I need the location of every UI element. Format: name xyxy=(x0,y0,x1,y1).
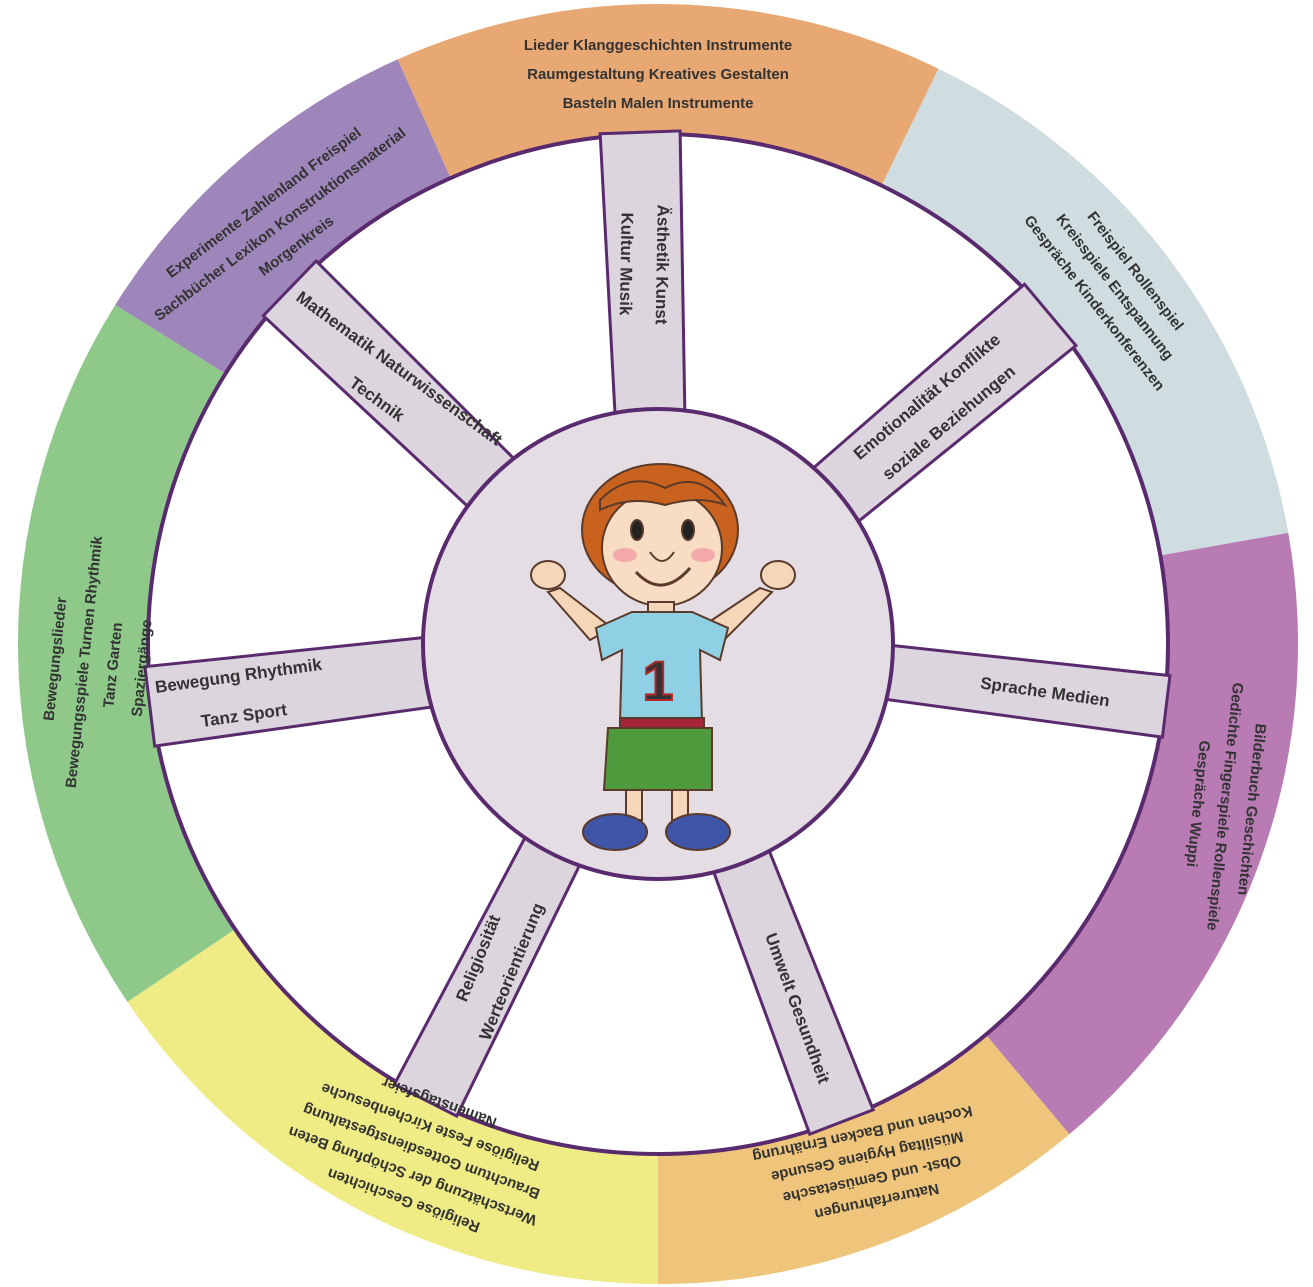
left-shoe xyxy=(582,813,648,851)
left-eye xyxy=(630,519,644,541)
sector-label-aesthetik: Lieder Klanggeschichten InstrumenteRaumg… xyxy=(524,37,792,112)
sector-text-aesthetik-0: Lieder Klanggeschichten Instrumente xyxy=(524,37,792,54)
spokes xyxy=(143,129,1172,1137)
spoke-label-aesthetik: Ästhetik Kunst Kultur Musik xyxy=(616,204,673,325)
nose xyxy=(649,551,675,562)
sector-sprache xyxy=(985,532,1298,1135)
mouth xyxy=(634,567,692,587)
sector-umwelt xyxy=(658,1034,1070,1284)
left-hand xyxy=(530,560,566,590)
right-cheek xyxy=(691,548,715,562)
spoke-text-aesthetik-0: Ästhetik Kunst xyxy=(652,204,673,325)
shirt xyxy=(594,611,730,723)
sector-mathematik xyxy=(115,59,451,374)
sector-text-aesthetik-2: Basteln Malen Instrumente xyxy=(563,95,754,112)
right-hand xyxy=(760,560,796,590)
hair-fringe xyxy=(599,480,728,512)
right-shoe xyxy=(665,813,731,851)
spoke-text-aesthetik-1: Kultur Musik xyxy=(616,212,637,316)
child-illustration: 1 xyxy=(530,463,796,851)
sector-emotional xyxy=(881,68,1289,556)
sector-text-aesthetik-1: Raumgestaltung Kreatives Gestalten xyxy=(527,66,789,83)
shorts xyxy=(602,727,713,791)
left-cheek xyxy=(613,548,637,562)
sector-religion xyxy=(127,929,658,1284)
shirt-number: 1 xyxy=(642,649,673,712)
right-eye xyxy=(681,519,695,541)
sector-aesthetik xyxy=(397,3,939,186)
face xyxy=(601,489,723,607)
